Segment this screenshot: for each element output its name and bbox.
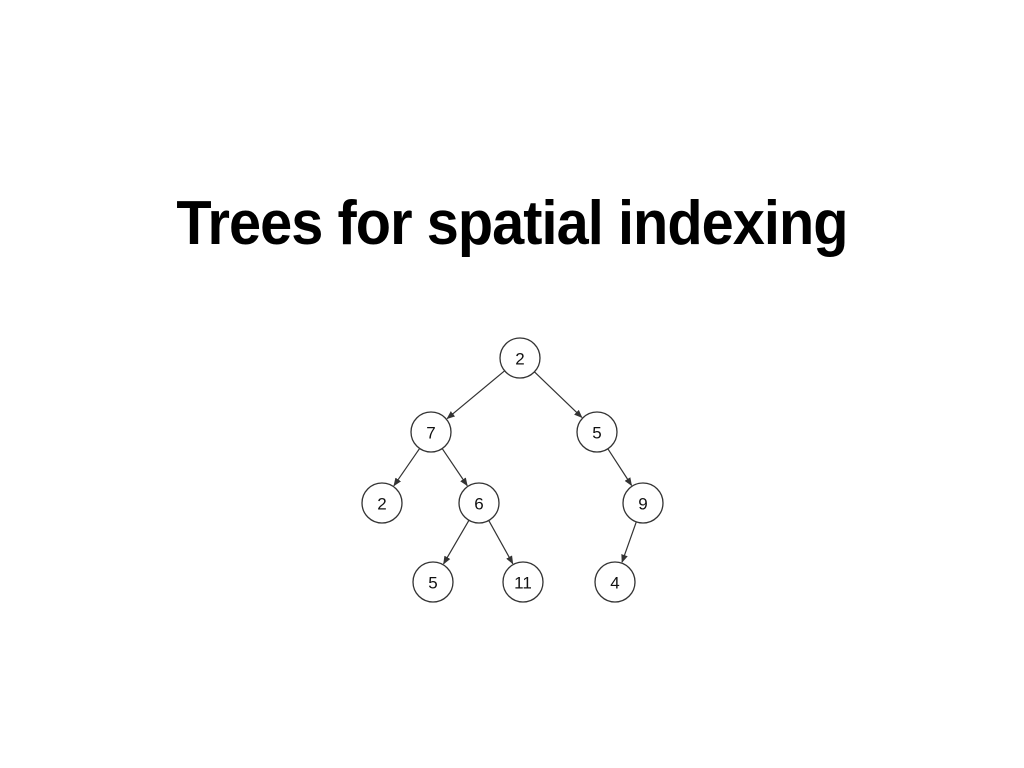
tree-node: 5 [576,411,618,453]
tree-node-label: 7 [426,424,435,443]
tree-node: 6 [458,482,500,524]
tree-node-circle [361,482,403,524]
tree-node-circle [502,561,544,603]
tree-node-circle [412,561,454,603]
tree-node-label: 2 [377,495,386,514]
tree-node-circle [622,482,664,524]
tree-node: 2 [499,337,541,379]
tree-node-label: 11 [514,574,532,593]
tree-node-circle [458,482,500,524]
tree-node-circle [576,411,618,453]
tree-node-label: 5 [428,574,437,593]
tree-node-label: 2 [515,350,524,369]
tree-edges [393,370,637,565]
slide-title: Trees for spatial indexing [176,189,848,258]
tree-edge-arrow [446,370,506,420]
tree-edge-arrow [441,448,468,487]
tree-node-label: 6 [474,495,483,514]
tree-node-label: 9 [638,495,647,514]
tree-node-label: 5 [592,424,601,443]
tree-node: 7 [410,411,452,453]
tree-edge-arrow [607,448,633,487]
tree-nodes: 2 7 5 2 6 9 5 11 4 [361,337,664,603]
tree-node: 9 [622,482,664,524]
tree-node: 11 [502,561,544,603]
tree-node-circle [594,561,636,603]
tree-edge-arrow [393,448,421,487]
tree-edge-arrow [534,371,583,419]
tree-node: 4 [594,561,636,603]
tree-edge-arrow [621,521,637,563]
tree-edge-arrow [443,519,470,565]
tree-node: 2 [361,482,403,524]
tree-edge-arrow [488,520,514,565]
tree-node-label: 4 [610,574,619,593]
tree-node: 5 [412,561,454,603]
tree-node-circle [410,411,452,453]
tree-node-circle [499,337,541,379]
